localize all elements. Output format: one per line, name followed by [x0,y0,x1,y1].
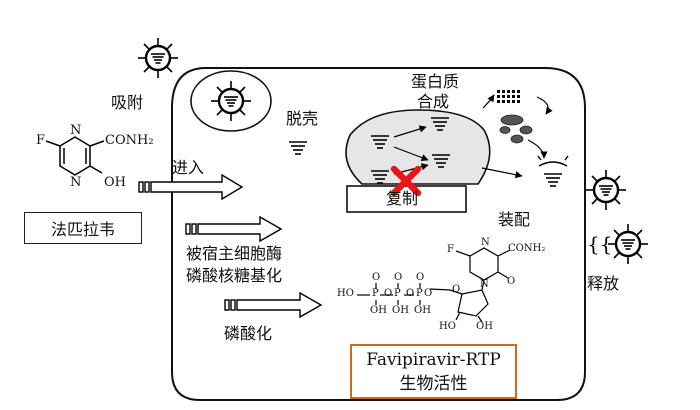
metabolite-p1: P [372,288,379,299]
phosphorylation-arrow-icon [224,291,323,319]
metabolite-oh4: OH [476,321,493,332]
metabolite-o2: O [406,288,415,299]
inhibition-x-icon [390,165,422,197]
metabolite-oh3: OH [414,305,431,316]
metabolite-f: F [447,244,454,255]
metabolite-oh2: OH [392,305,409,316]
label-protein-synthesis-1: 蛋白质 [411,72,460,91]
cell-membrane [171,67,586,401]
nucleus [345,109,491,185]
drug-name: 法匹拉韦 [50,220,115,239]
metabolite-p3: P [416,288,423,299]
atom-nitrogen-top: N [70,123,82,138]
atom-nitrogen-bottom: N [70,175,82,190]
metabolite-structure [357,247,511,323]
label-assembly: 装配 [498,210,531,229]
virus-released-1-icon [584,168,628,212]
entry-arrow-icon [138,173,244,201]
active-metabolite-box: Favipiravir-RTP 生物活性 [350,344,517,399]
group-oh: OH [104,175,126,190]
label-entry: 进入 [172,158,205,177]
result-name: Favipiravir-RTP [366,349,501,370]
release-motion-marks: {{ [587,232,612,256]
label-host-enzyme-1: 被宿主细胞酶 [186,244,283,263]
label-adsorption: 吸附 [111,93,144,112]
uncoated-genome-icon [288,141,308,155]
host-enzyme-arrow-icon [185,215,283,243]
drug-name-box: 法匹拉韦 [24,212,142,244]
metabolite-o3: O [424,288,433,299]
assembling-virus-icon [537,155,569,187]
label-release: 释放 [587,274,620,293]
atom-fluorine: F [36,133,46,148]
protein-grid-icon [497,90,520,103]
label-uncoating: 脱壳 [286,109,319,128]
metabolite-o1: O [384,288,393,299]
virus-endosome-icon [209,79,253,123]
label-protein-synthesis-2: 合成 [417,92,450,111]
capsid-protein-icons [499,114,533,144]
metabolite-p2: P [394,288,401,299]
synthesis-arrows [481,94,553,179]
metabolite-n2: N [480,279,489,290]
metabolite-o8: O [452,284,461,295]
label-host-enzyme-2: 磷酸核糖基化 [186,266,283,285]
group-conh2: CONH₂ [105,133,154,148]
metabolite-ho2: HO [439,321,456,332]
metabolite-o5: O [394,272,403,283]
favipiravir-structure [45,136,105,176]
metabolite-n1: N [481,237,490,248]
metabolite-conh2: CONH₂ [508,243,546,254]
virus-released-2-icon [606,222,650,266]
label-replication: 复制 [386,189,419,208]
metabolite-ho: HO [337,288,354,299]
metabolite-o4: O [372,272,381,283]
result-activity: 生物活性 [399,373,468,394]
metabolite-o6: O [416,272,425,283]
virus-adsorbing-icon [136,36,180,80]
metabolite-o7: O [507,276,516,287]
metabolite-oh1: OH [370,305,387,316]
label-phosphorylation: 磷酸化 [224,324,273,343]
